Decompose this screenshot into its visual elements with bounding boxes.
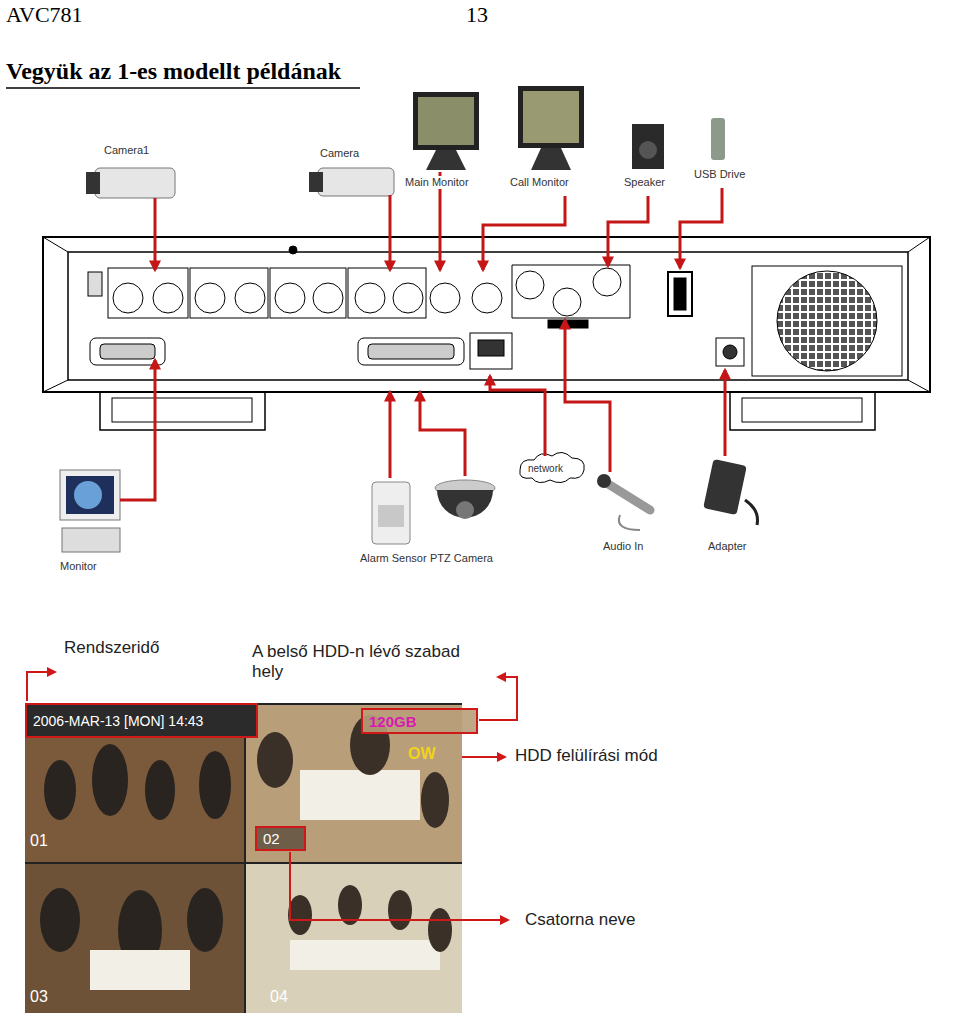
- device-label: Audio In: [603, 540, 643, 553]
- monitor-icon: [413, 86, 584, 170]
- node-text: 120GB: [369, 713, 417, 730]
- system-time-box: 2006-MAR-13 [MON] 14:43: [25, 703, 258, 738]
- device-label: Call Monitor: [510, 176, 569, 189]
- device-label: Main Monitor: [405, 176, 469, 189]
- channel-number: 04: [270, 988, 288, 1006]
- ptz-camera-icon: [435, 480, 495, 519]
- overwrite-mode: OW: [408, 745, 436, 763]
- adapter-icon: [703, 459, 757, 525]
- underline: [6, 87, 360, 89]
- pc-icon: [60, 470, 120, 552]
- page-title: Vegyük az 1-es modellt példának: [6, 58, 341, 86]
- callout-text: HDD felülírási mód: [515, 746, 658, 766]
- device-label: Speaker: [624, 176, 665, 189]
- device-label: Camera: [320, 147, 359, 160]
- device-label: PTZ Camera: [430, 552, 493, 565]
- device-label: Monitor: [60, 560, 97, 573]
- devices: [60, 86, 758, 552]
- header-model: AVC781: [6, 2, 83, 27]
- alarm-sensor-icon: [372, 482, 410, 544]
- channel-number: 03: [30, 988, 48, 1006]
- rear-panel: [43, 237, 930, 430]
- cloud-label: network: [528, 463, 563, 475]
- speaker-icon: [632, 124, 664, 169]
- device-label: USB Drive: [694, 168, 745, 181]
- screen-capture: [25, 703, 462, 1013]
- channel-name-box: 02: [255, 826, 306, 851]
- callout-text: Csatorna neve: [525, 910, 636, 930]
- page-number: 13: [466, 2, 488, 27]
- node-text: 2006-MAR-13 [MON] 14:43: [33, 713, 203, 729]
- wires: [120, 172, 725, 500]
- callout-text: Rendszeridő: [64, 638, 159, 658]
- device-label: Camera1: [104, 144, 149, 157]
- usb-drive-icon: [711, 118, 725, 160]
- device-label: Adapter: [708, 540, 747, 553]
- network-cloud: [520, 452, 585, 482]
- channel-number: 01: [30, 832, 48, 850]
- microphone-icon: [597, 474, 650, 530]
- callout-text: A belső HDD-n lévő szabad hely: [252, 642, 462, 681]
- camera-icon: [86, 168, 394, 198]
- device-label: Alarm Sensor: [360, 552, 427, 565]
- node-text: 02: [263, 830, 280, 847]
- hdd-space-box: 120GB: [361, 708, 478, 734]
